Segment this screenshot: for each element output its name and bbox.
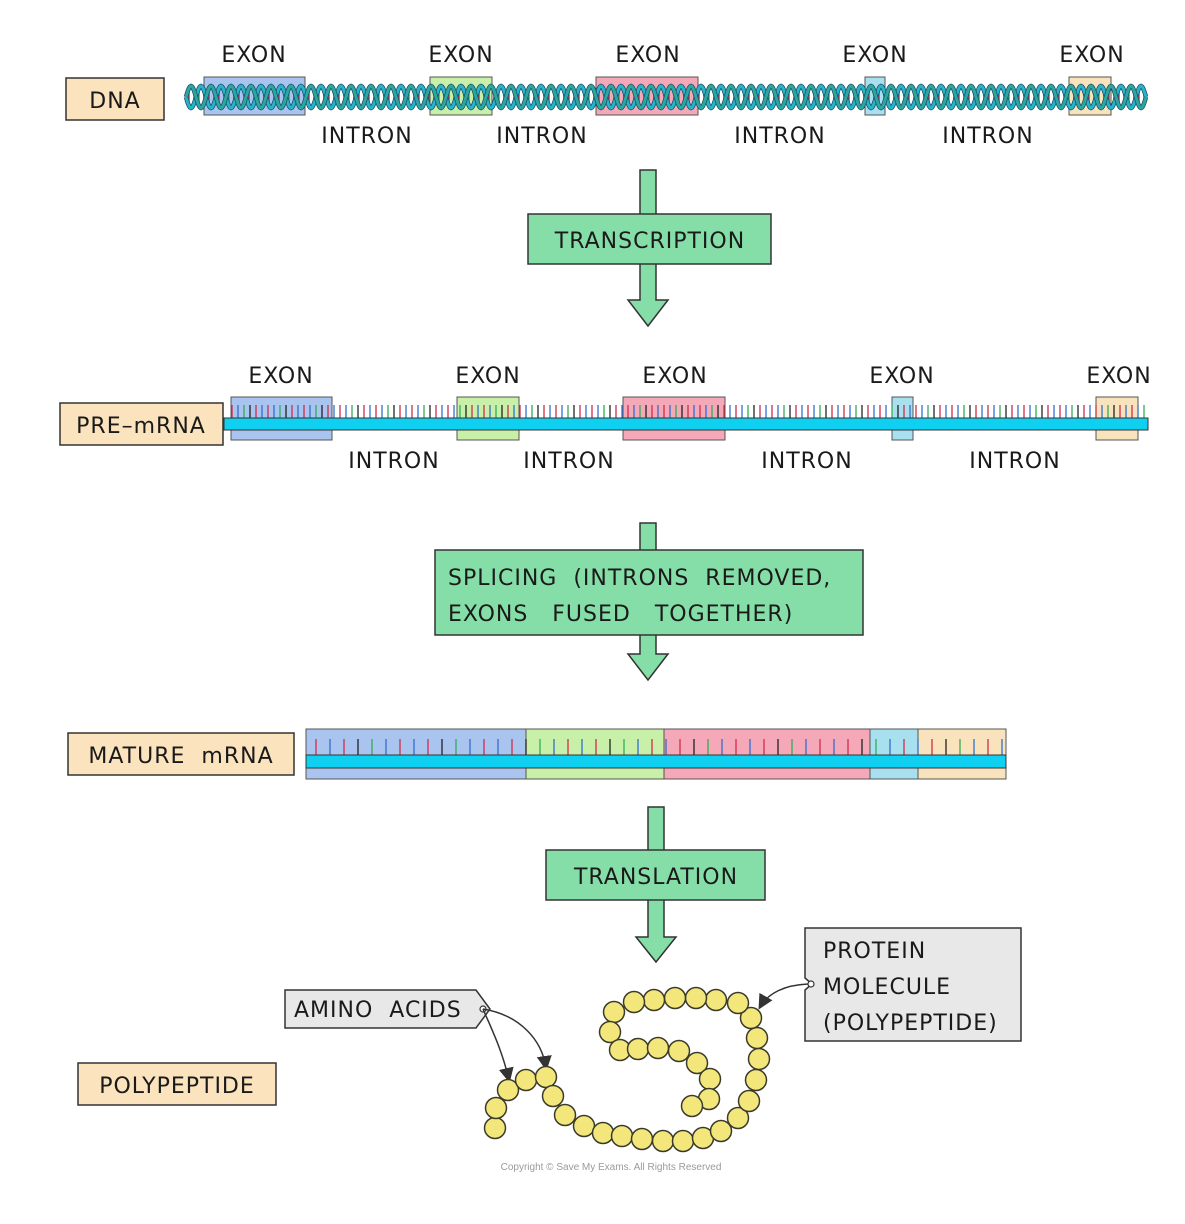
protein-callout-line: (POLYPEPTIDE)	[823, 1011, 998, 1036]
amino-acid-bead	[709, 1119, 733, 1143]
dna-intron-label: INTRON	[321, 124, 412, 149]
mature-mrna-bases	[315, 739, 1003, 755]
amino-acid-bead	[726, 1106, 750, 1130]
amino-acid-bead	[671, 1129, 695, 1153]
pre-mrna-bases	[231, 405, 1145, 418]
mature-mrna-row: MATURE mRNA	[67, 728, 1007, 780]
amino-acid-bead	[496, 1078, 520, 1102]
transcription-step: TRANSCRIPTION	[527, 169, 772, 328]
amino-acid-bead	[484, 1096, 508, 1120]
splicing-label-line2: EXONS FUSED TOGETHER)	[448, 602, 793, 627]
amino-acid-bead	[680, 1094, 704, 1118]
pre-mrna-exon-label: EXON	[869, 364, 934, 389]
polypeptide-label-box	[77, 1062, 277, 1106]
amino-acid-bead	[651, 1129, 675, 1153]
amino-acid-bead	[745, 1026, 769, 1050]
amino-acid-bead	[663, 986, 687, 1010]
mature-exon-2	[525, 728, 665, 780]
amino-acid-bead	[591, 1121, 615, 1145]
amino-acid-bead	[626, 1037, 650, 1061]
dna-label: DNA	[89, 89, 140, 114]
pre-mrna-exon-label: EXON	[642, 364, 707, 389]
pre-mrna-label: PRE–mRNA	[76, 414, 206, 439]
pre-mrna-intron-label: INTRON	[523, 449, 614, 474]
pre-mrna-exon-label: EXON	[1086, 364, 1151, 389]
splicing-box	[434, 549, 864, 636]
amino-acid-bead	[737, 1089, 761, 1113]
protein-callout-line: MOLECULE	[823, 975, 951, 1000]
amino-acid-bead	[685, 1051, 709, 1075]
amino-acid-bead	[642, 988, 666, 1012]
dna-double-helix	[183, 83, 1149, 111]
pre-mrna-exon-label: EXON	[455, 364, 520, 389]
protein-callout	[804, 927, 1022, 1042]
pre-mrna-intron-label: INTRON	[969, 449, 1060, 474]
dna-intron-label: INTRON	[734, 124, 825, 149]
mature-exon-3	[663, 728, 871, 780]
translation-step: TRANSLATION	[545, 806, 766, 964]
amino-acid-bead	[610, 1124, 634, 1148]
amino-acid-bead	[630, 1127, 654, 1151]
pre-mrna-intron-label: INTRON	[348, 449, 439, 474]
pre-mrna-strand	[223, 417, 1149, 431]
amino-acid-bead	[622, 990, 646, 1014]
dna-intron-label: INTRON	[496, 124, 587, 149]
dna-intron-label: INTRON	[942, 124, 1033, 149]
mature-mrna-label: MATURE mRNA	[88, 744, 273, 769]
dna-exon-label: EXON	[221, 43, 286, 68]
amino-acid-bead	[747, 1047, 771, 1071]
amino-acid-bead	[572, 1114, 596, 1138]
protein-pointer	[758, 983, 809, 1010]
dna-label-box	[65, 77, 165, 121]
pre-mrna-exon-label: EXON	[248, 364, 313, 389]
splicing-step: SPLICING (INTRONS REMOVED, EXONS FUSED T…	[434, 522, 864, 682]
amino-acid-bead	[541, 1084, 565, 1108]
amino-acid-bead	[483, 1116, 507, 1140]
amino-acid-bead	[514, 1068, 538, 1092]
amino-acid-bead	[667, 1039, 691, 1063]
pre-mrna-row: PRE–mRNA EXON EXON EXON EXON EXON INTRON…	[59, 364, 1151, 474]
amino-acid-bead	[553, 1103, 577, 1127]
mature-mrna-strand	[305, 754, 1007, 769]
transcription-box	[527, 213, 772, 265]
amino-acid-bead	[598, 1020, 622, 1044]
translation-label: TRANSLATION	[573, 865, 738, 890]
amino-acid-bead	[739, 1006, 763, 1030]
mature-exon-1	[305, 728, 527, 780]
amino-acid-bead	[744, 1068, 768, 1092]
polypeptide-chain	[483, 986, 771, 1153]
amino-acids-callout-label: AMINO ACIDS	[294, 998, 462, 1023]
amino-acid-bead	[602, 1000, 626, 1024]
protein-callout-pin	[807, 980, 815, 988]
amino-acids-callout	[284, 989, 491, 1029]
amino-acid-bead	[698, 1067, 722, 1091]
translation-box	[545, 849, 766, 901]
dna-exon-label: EXON	[615, 43, 680, 68]
pre-mrna-intron-label: INTRON	[761, 449, 852, 474]
amino-acid-bead	[726, 991, 750, 1015]
dna-exon-label: EXON	[1059, 43, 1124, 68]
polypeptide-row: POLYPEPTIDE AMINO ACIDS PROTEIN MOLECULE…	[77, 927, 1022, 1153]
amino-acid-bead	[534, 1065, 558, 1089]
transcription-label: TRANSCRIPTION	[554, 229, 745, 254]
dna-exon-label: EXON	[842, 43, 907, 68]
amino-acid-bead	[646, 1036, 670, 1060]
amino-acid-bead	[684, 986, 708, 1010]
copyright-notice: Copyright © Save My Exams. All Rights Re…	[501, 1162, 722, 1173]
mature-mrna-label-box	[67, 732, 295, 776]
dna-exon-label: EXON	[428, 43, 493, 68]
amino-acid-bead	[704, 988, 728, 1012]
pre-mrna-label-box	[59, 402, 224, 446]
amino-acids-pointer	[482, 1008, 514, 1083]
mature-exon-5	[917, 728, 1007, 780]
polypeptide-label: POLYPEPTIDE	[99, 1074, 255, 1099]
protein-callout-line: PROTEIN	[823, 939, 926, 964]
amino-acids-pointer	[482, 1008, 552, 1071]
dna-row: DNA EXON EXON EXON EXON EXON INTRON INTR…	[65, 43, 1149, 149]
splicing-label-line1: SPLICING (INTRONS REMOVED,	[448, 566, 831, 591]
helix-backbone	[184, 84, 1148, 110]
mature-exon-4	[869, 728, 919, 780]
